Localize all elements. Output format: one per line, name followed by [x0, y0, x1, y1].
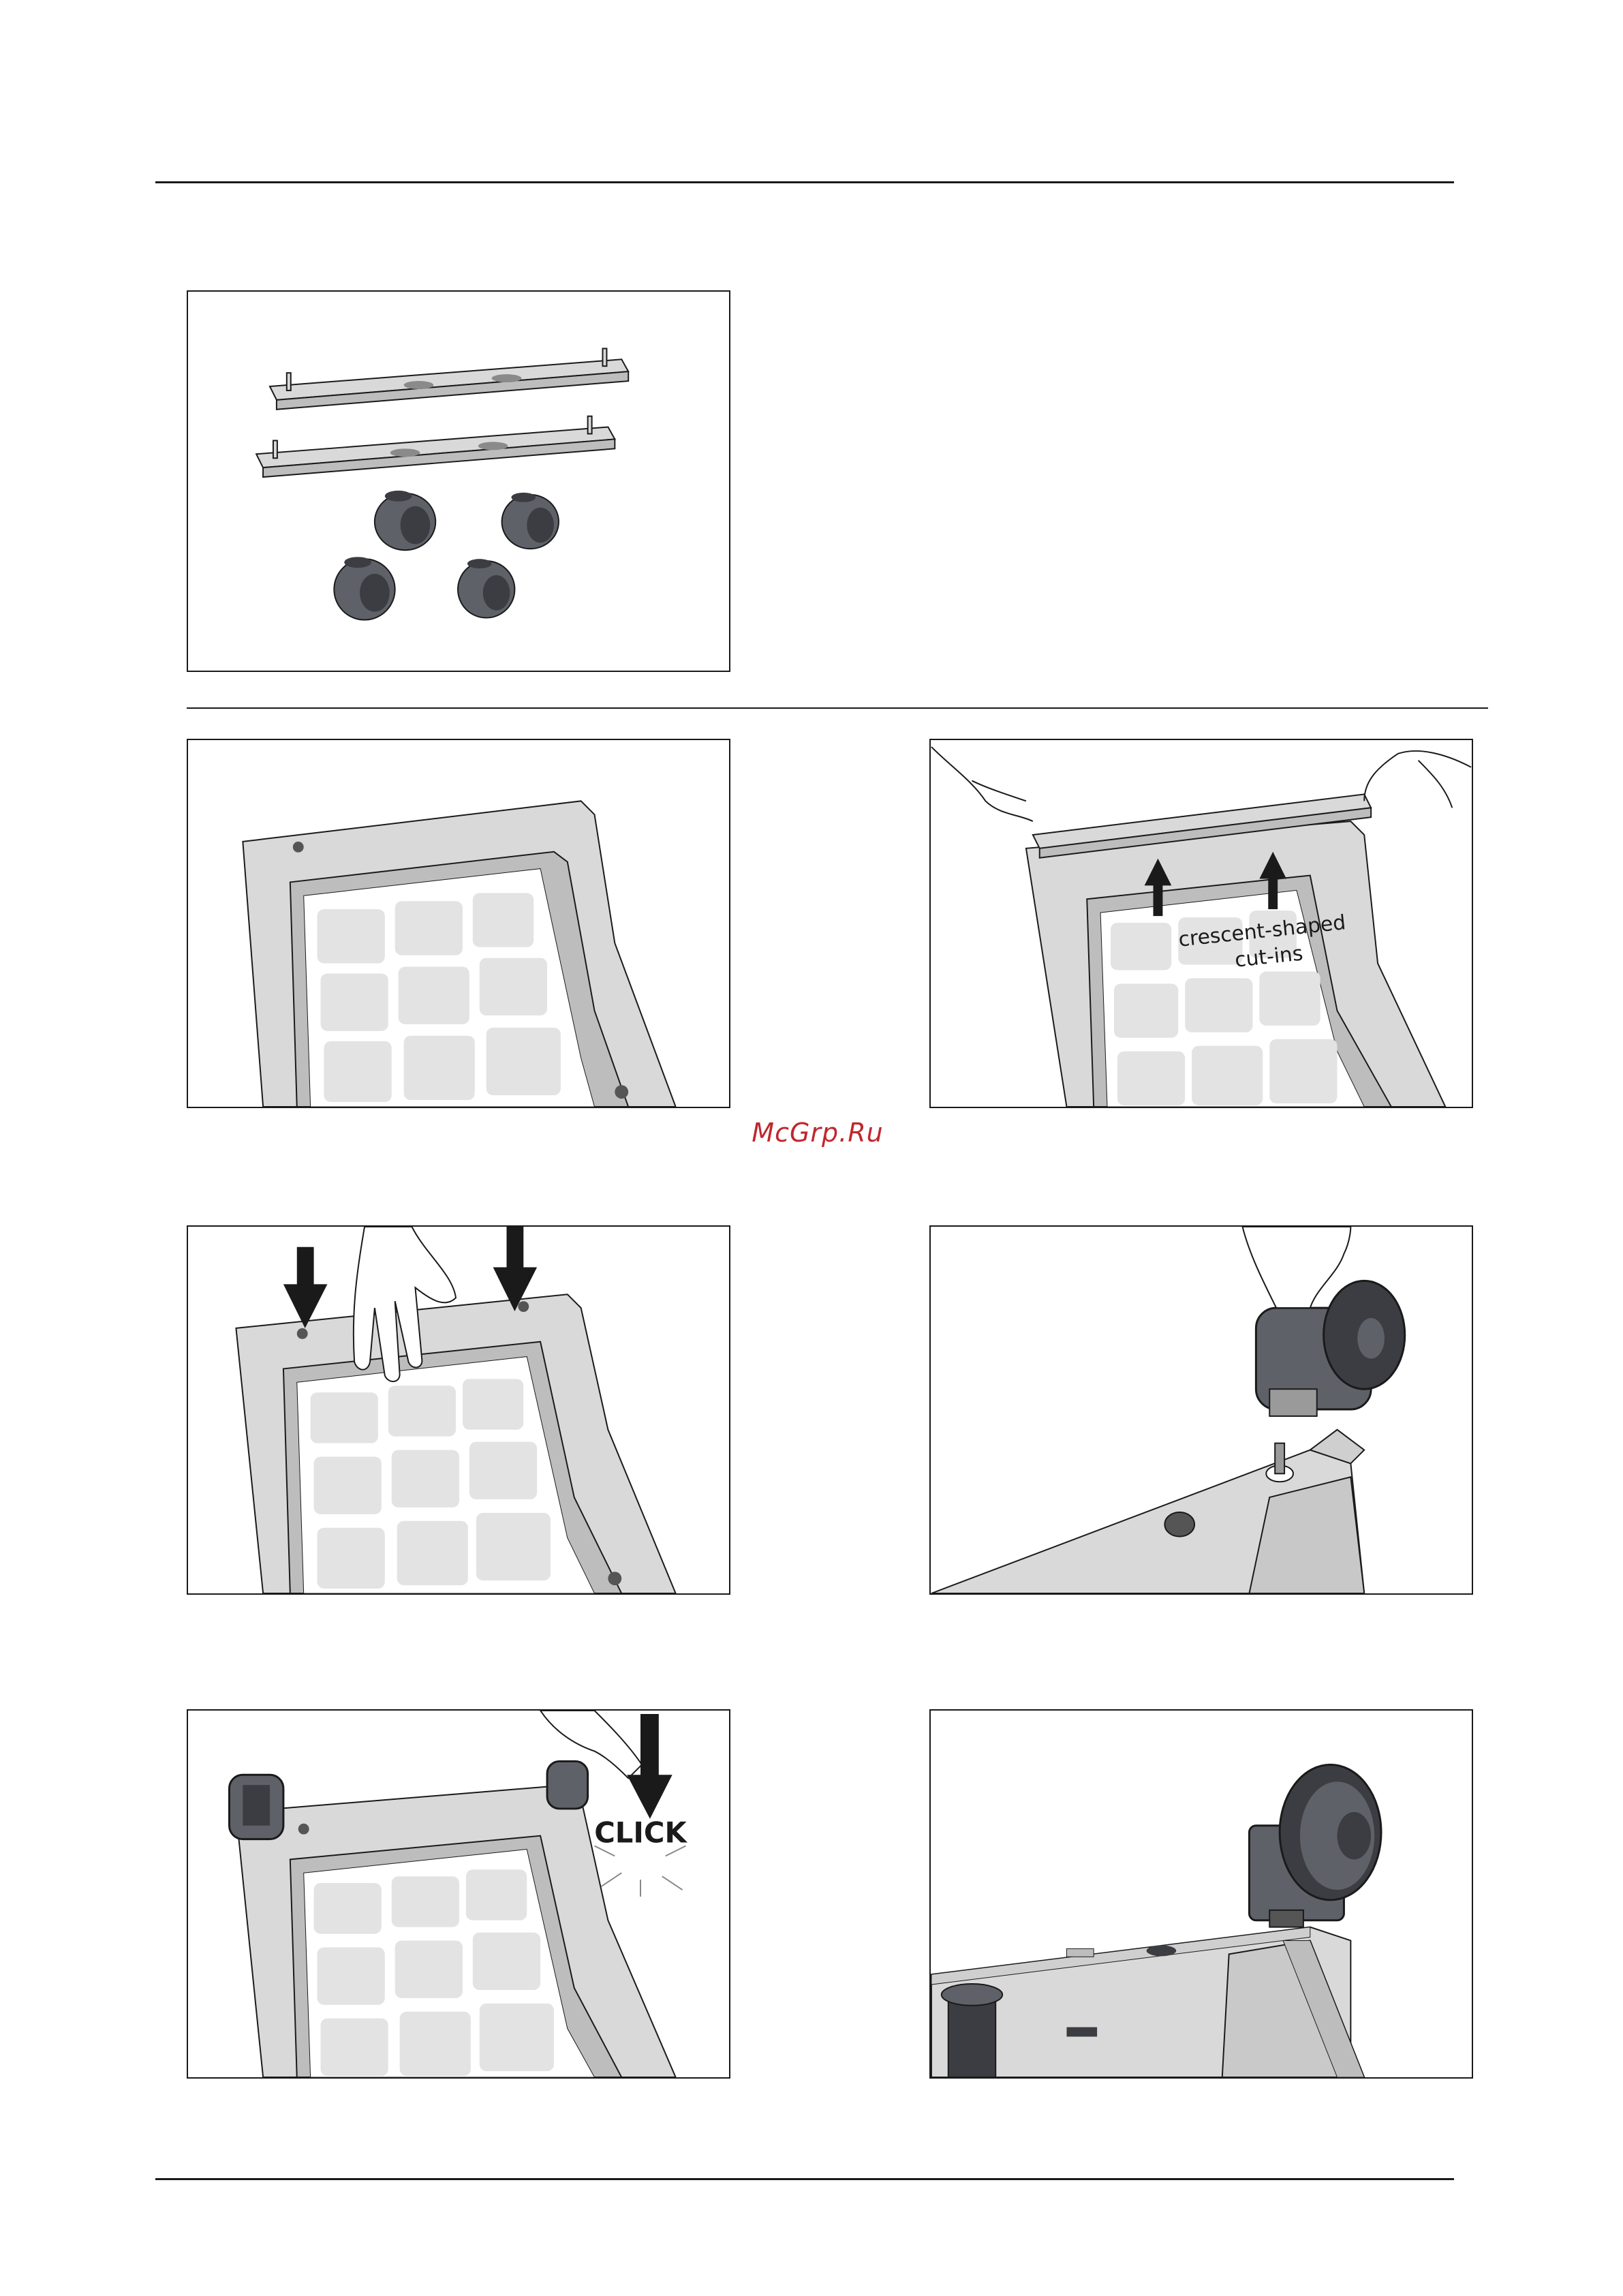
caster-icon: [458, 559, 514, 617]
caster-closeup-illustration: [931, 1227, 1472, 1593]
header-rule: [155, 181, 1454, 183]
click-casters-illustration: CLICK: [188, 1711, 729, 2077]
caster-installed-illustration: [931, 1711, 1472, 2077]
footer-rule: [155, 2178, 1454, 2180]
panel-base-top: [187, 739, 730, 1108]
caster-icon: [375, 491, 435, 550]
caster-icon: [547, 1761, 588, 1808]
mounting-strip-2: [256, 416, 615, 477]
click-burst-icon: [595, 1846, 686, 1897]
arrow-down-icon: [283, 1247, 328, 1328]
panel-parts: [187, 290, 730, 672]
hand-icon: [931, 747, 1033, 821]
mounting-strip-1: [270, 348, 628, 409]
hand-icon: [1243, 1227, 1351, 1308]
insert-strip-illustration: crescent-shaped cut-ins: [931, 740, 1472, 1107]
caster-icon: [1249, 1764, 1381, 1927]
panel-insert-strip: crescent-shaped cut-ins: [929, 739, 1473, 1108]
caster-icon: [230, 1775, 283, 1839]
press-down-illustration: [188, 1227, 729, 1593]
base-illustration: [188, 740, 729, 1107]
hand-icon: [1364, 751, 1471, 808]
caster-icon: [502, 493, 559, 549]
annotation-click: CLICK: [594, 1816, 687, 1850]
panel-caster-closeup: [929, 1225, 1473, 1595]
panel-press-down: [187, 1225, 730, 1595]
watermark-text: McGrp.Ru: [743, 1118, 893, 1148]
caster-icon: [334, 557, 395, 619]
section-rule: [187, 707, 1488, 709]
panel-click-casters: CLICK: [187, 1709, 730, 2079]
panel-caster-installed: [929, 1709, 1473, 2079]
parts-illustration: [188, 292, 729, 671]
